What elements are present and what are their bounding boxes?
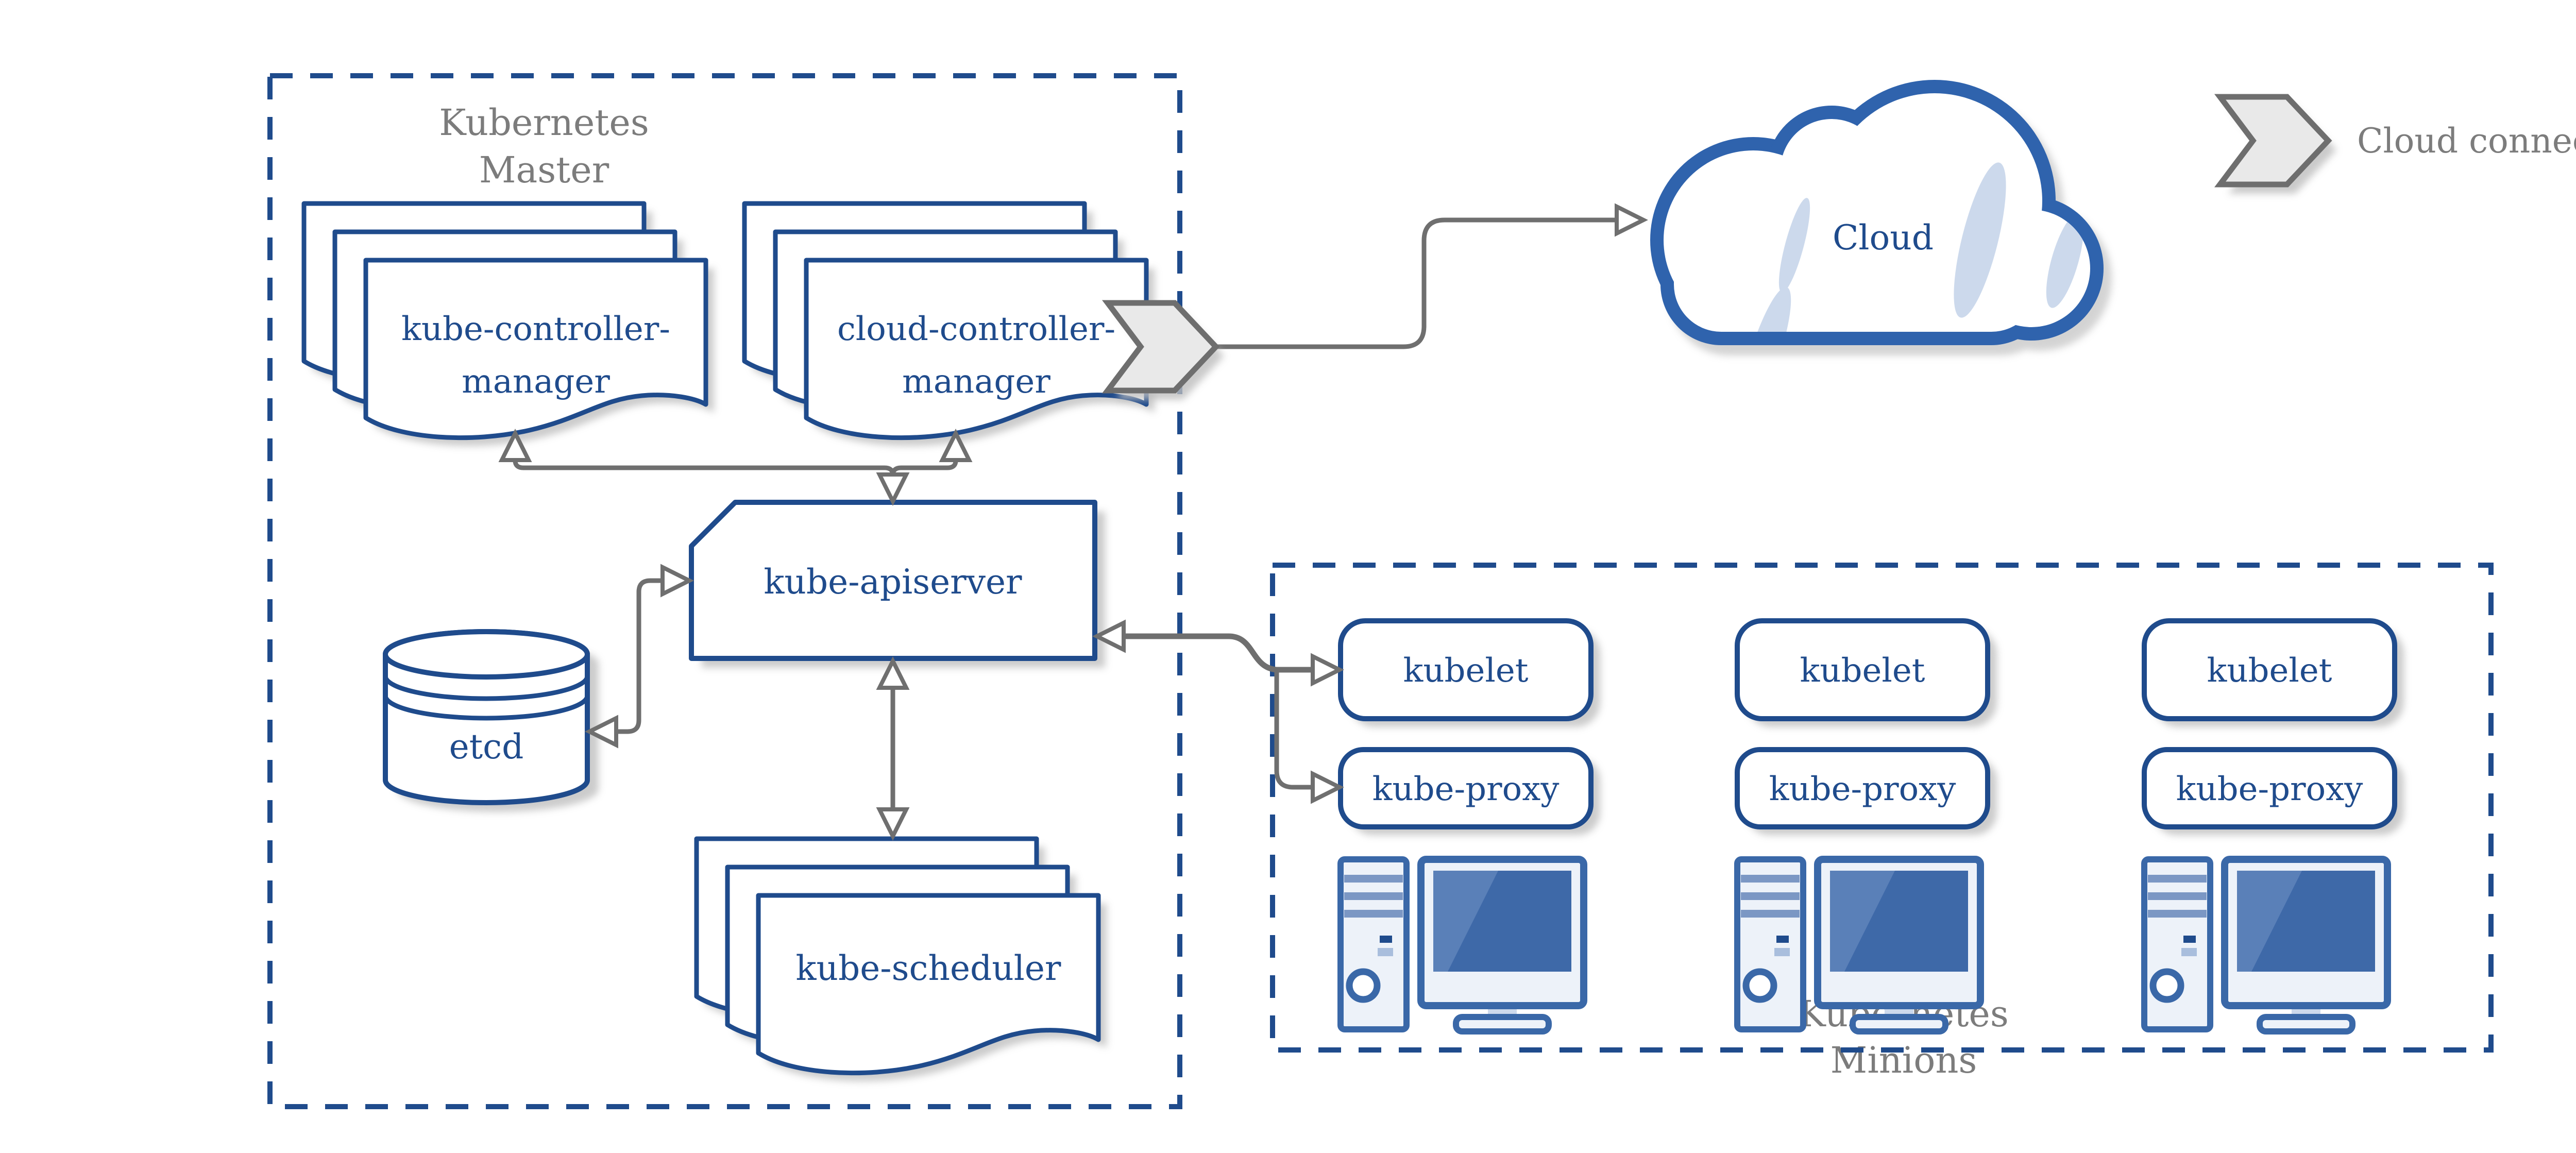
cloud-label: Cloud xyxy=(1833,218,1934,258)
computer-icon-1 xyxy=(1341,859,1584,1031)
minion-node-3 xyxy=(2142,618,2404,1031)
arrow-cloudconnector-to-cloud xyxy=(1213,217,1619,349)
cloud-connector-legend: Cloud connector xyxy=(2220,97,2576,194)
connectors xyxy=(498,203,1648,841)
cloud-connector-legend-label: Cloud connector xyxy=(2357,121,2576,161)
master-title: Kubernetes Master xyxy=(439,101,649,191)
cloud-controller-manager-label-line2: manager xyxy=(902,363,1050,401)
node-labels: kube-controller- manager cloud-controlle… xyxy=(401,218,2363,988)
minions-boundary xyxy=(1270,563,2494,1053)
etcd-node xyxy=(383,629,599,812)
kube-apiserver-node xyxy=(689,500,1105,668)
kube-scheduler-label: kube-scheduler xyxy=(796,948,1061,988)
kubelet-label-3: kubelet xyxy=(2207,652,2332,690)
kube-proxy-label-3: kube-proxy xyxy=(2176,770,2363,808)
computer-icon-2 xyxy=(1737,859,1980,1031)
master-title-line2: Master xyxy=(479,149,609,191)
etcd-label: etcd xyxy=(449,727,524,767)
arrow-controllers-to-apiserver-right xyxy=(890,457,958,478)
cloud-accents xyxy=(1741,162,2084,332)
minion-node-2 xyxy=(1735,618,1997,1031)
cloud-node xyxy=(1650,80,2112,355)
minions-title-line2: Minions xyxy=(1831,1039,1977,1081)
kube-controller-manager-label-line1: kube-controller- xyxy=(401,310,670,348)
kubelet-box-2 xyxy=(1735,618,1990,721)
kubelet-box-3 xyxy=(2142,618,2397,721)
kube-proxy-box-2 xyxy=(1735,747,1990,829)
kube-proxy-box-3 xyxy=(2142,747,2397,829)
arrow-apiserver-kubeproxy xyxy=(1274,667,1316,790)
master-boundary xyxy=(267,73,1182,1109)
kube-controller-manager-label-line2: manager xyxy=(462,363,610,401)
computer-icon-3 xyxy=(2144,859,2387,1031)
arrow-apiserver-kubelet xyxy=(1121,633,1317,673)
arrow-apiserver-etcd xyxy=(614,578,667,734)
kube-proxy-label-1: kube-proxy xyxy=(1372,770,1560,808)
etcd-cylinder-top xyxy=(383,629,590,680)
master-title-line1: Kubernetes xyxy=(439,101,649,144)
kube-proxy-label-2: kube-proxy xyxy=(1769,770,1956,808)
arrow-controllers-to-apiserver-left xyxy=(513,457,895,478)
kubelet-label-2: kubelet xyxy=(1800,652,1925,690)
minion-node-1 xyxy=(1341,618,1600,1031)
kubelet-label-1: kubelet xyxy=(1403,652,1529,690)
cloud-controller-manager-label-line1: cloud-controller- xyxy=(837,310,1115,348)
kube-apiserver-label: kube-apiserver xyxy=(764,562,1022,602)
